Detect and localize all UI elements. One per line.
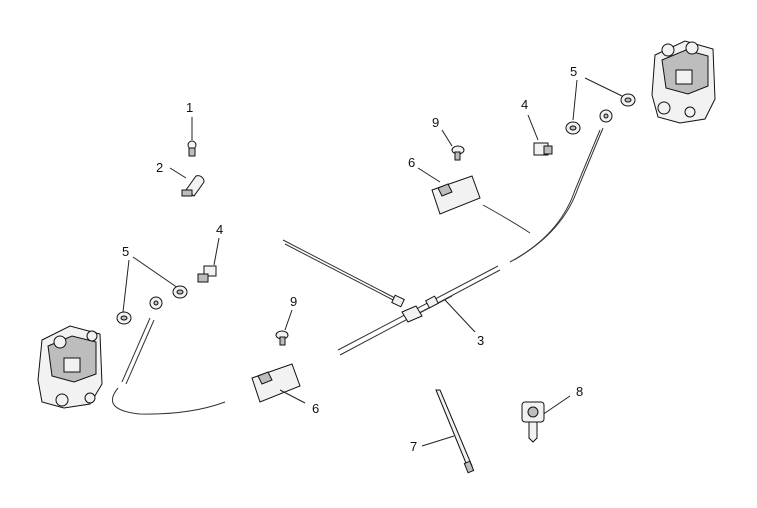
- callout-3: 3: [477, 333, 484, 348]
- part-9-screw-right: [441, 129, 465, 161]
- callout-4-right: 4: [521, 97, 528, 112]
- callout-8: 8: [576, 384, 583, 399]
- callout-5-left: 5: [122, 244, 129, 259]
- callout-2: 2: [156, 160, 163, 175]
- part-4-banjo-bolt-right: [527, 114, 553, 156]
- callout-5-right: 5: [570, 64, 577, 79]
- left-brake-caliper: [37, 325, 103, 409]
- callout-1: 1: [186, 100, 193, 115]
- brake-line-assembly: [112, 127, 604, 415]
- part-1-push-rivet: [187, 117, 197, 157]
- part-6-line-bracket-right: [417, 167, 481, 215]
- part-8-line-clip: [521, 395, 571, 443]
- part-4-banjo-bolt-left: [197, 237, 220, 283]
- callout-9-left: 9: [290, 294, 297, 309]
- callout-6-right: 6: [408, 155, 415, 170]
- part-5-crush-washer-right: [565, 77, 636, 135]
- callout-4-left: 4: [216, 222, 223, 237]
- right-brake-caliper: [651, 40, 716, 124]
- callout-6-left: 6: [312, 401, 319, 416]
- callout-9-right: 9: [432, 115, 439, 130]
- part-9-screw-left: [275, 309, 293, 346]
- part-2-line-clamp: [169, 167, 205, 197]
- part-6-line-bracket-left: [251, 363, 306, 404]
- part-7-cable-tie: [421, 389, 475, 474]
- callout-7: 7: [410, 439, 417, 454]
- part-5-crush-washer-left: [116, 256, 188, 325]
